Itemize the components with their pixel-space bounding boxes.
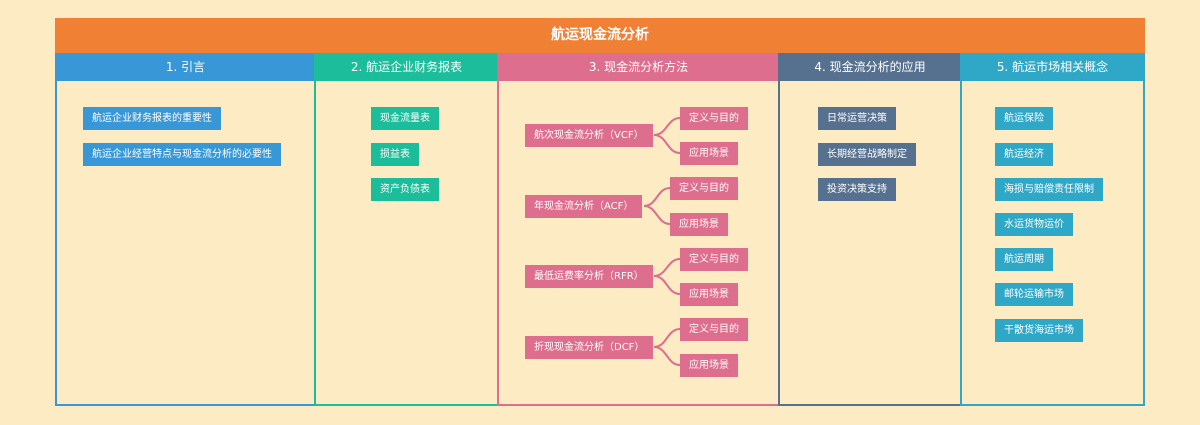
concept-item: 水运货物运价 xyxy=(995,213,1073,236)
method-child-definition: 定义与目的 xyxy=(680,107,748,130)
column-reports: 2. 航运企业财务报表 现金流量表 损益表 资产负债表 xyxy=(314,53,499,406)
method-dcf: 折现现金流分析（DCF） xyxy=(525,336,654,359)
column-methods: 3. 现金流分析方法 航次现金流分析（VCF） 定义与目的 应用场景 年现金流分… xyxy=(497,53,780,406)
report-item: 资产负债表 xyxy=(371,178,439,201)
column-header-applications: 4. 现金流分析的应用 xyxy=(780,53,960,81)
method-child-definition: 定义与目的 xyxy=(680,248,748,271)
intro-item: 航运企业经营特点与现金流分析的必要性 xyxy=(83,143,281,166)
column-header-reports: 2. 航运企业财务报表 xyxy=(316,53,497,81)
method-child-definition: 定义与目的 xyxy=(670,177,738,200)
application-item: 日常运营决策 xyxy=(818,107,896,130)
diagram-title: 航运现金流分析 xyxy=(55,18,1145,53)
column-header-concepts: 5. 航运市场相关概念 xyxy=(962,53,1143,81)
concept-item: 邮轮运输市场 xyxy=(995,283,1073,306)
method-vcf: 航次现金流分析（VCF） xyxy=(525,124,653,147)
column-applications: 4. 现金流分析的应用 日常运营决策 长期经营战略制定 投资决策支持 xyxy=(778,53,962,406)
concept-item: 航运保险 xyxy=(995,107,1053,130)
column-header-methods: 3. 现金流分析方法 xyxy=(499,53,778,81)
method-child-scenario: 应用场景 xyxy=(670,213,728,236)
method-rfr: 最低运费率分析（RFR） xyxy=(525,265,653,288)
method-child-scenario: 应用场景 xyxy=(680,283,738,306)
column-intro: 1. 引言 航运企业财务报表的重要性 航运企业经营特点与现金流分析的必要性 xyxy=(55,53,316,406)
report-item: 损益表 xyxy=(371,143,419,166)
concept-item: 海损与赔偿责任限制 xyxy=(995,178,1103,201)
application-item: 投资决策支持 xyxy=(818,178,896,201)
concept-item: 航运经济 xyxy=(995,143,1053,166)
concept-item: 航运周期 xyxy=(995,248,1053,271)
method-acf: 年现金流分析（ACF） xyxy=(525,195,643,218)
method-child-scenario: 应用场景 xyxy=(680,354,738,377)
column-header-intro: 1. 引言 xyxy=(57,53,314,81)
column-concepts: 5. 航运市场相关概念 航运保险 航运经济 海损与赔偿责任限制 水运货物运价 航… xyxy=(960,53,1145,406)
intro-item: 航运企业财务报表的重要性 xyxy=(83,107,221,130)
concept-item: 干散货海运市场 xyxy=(995,319,1083,342)
method-child-scenario: 应用场景 xyxy=(680,142,738,165)
report-item: 现金流量表 xyxy=(371,107,439,130)
method-child-definition: 定义与目的 xyxy=(680,318,748,341)
application-item: 长期经营战略制定 xyxy=(818,143,916,166)
